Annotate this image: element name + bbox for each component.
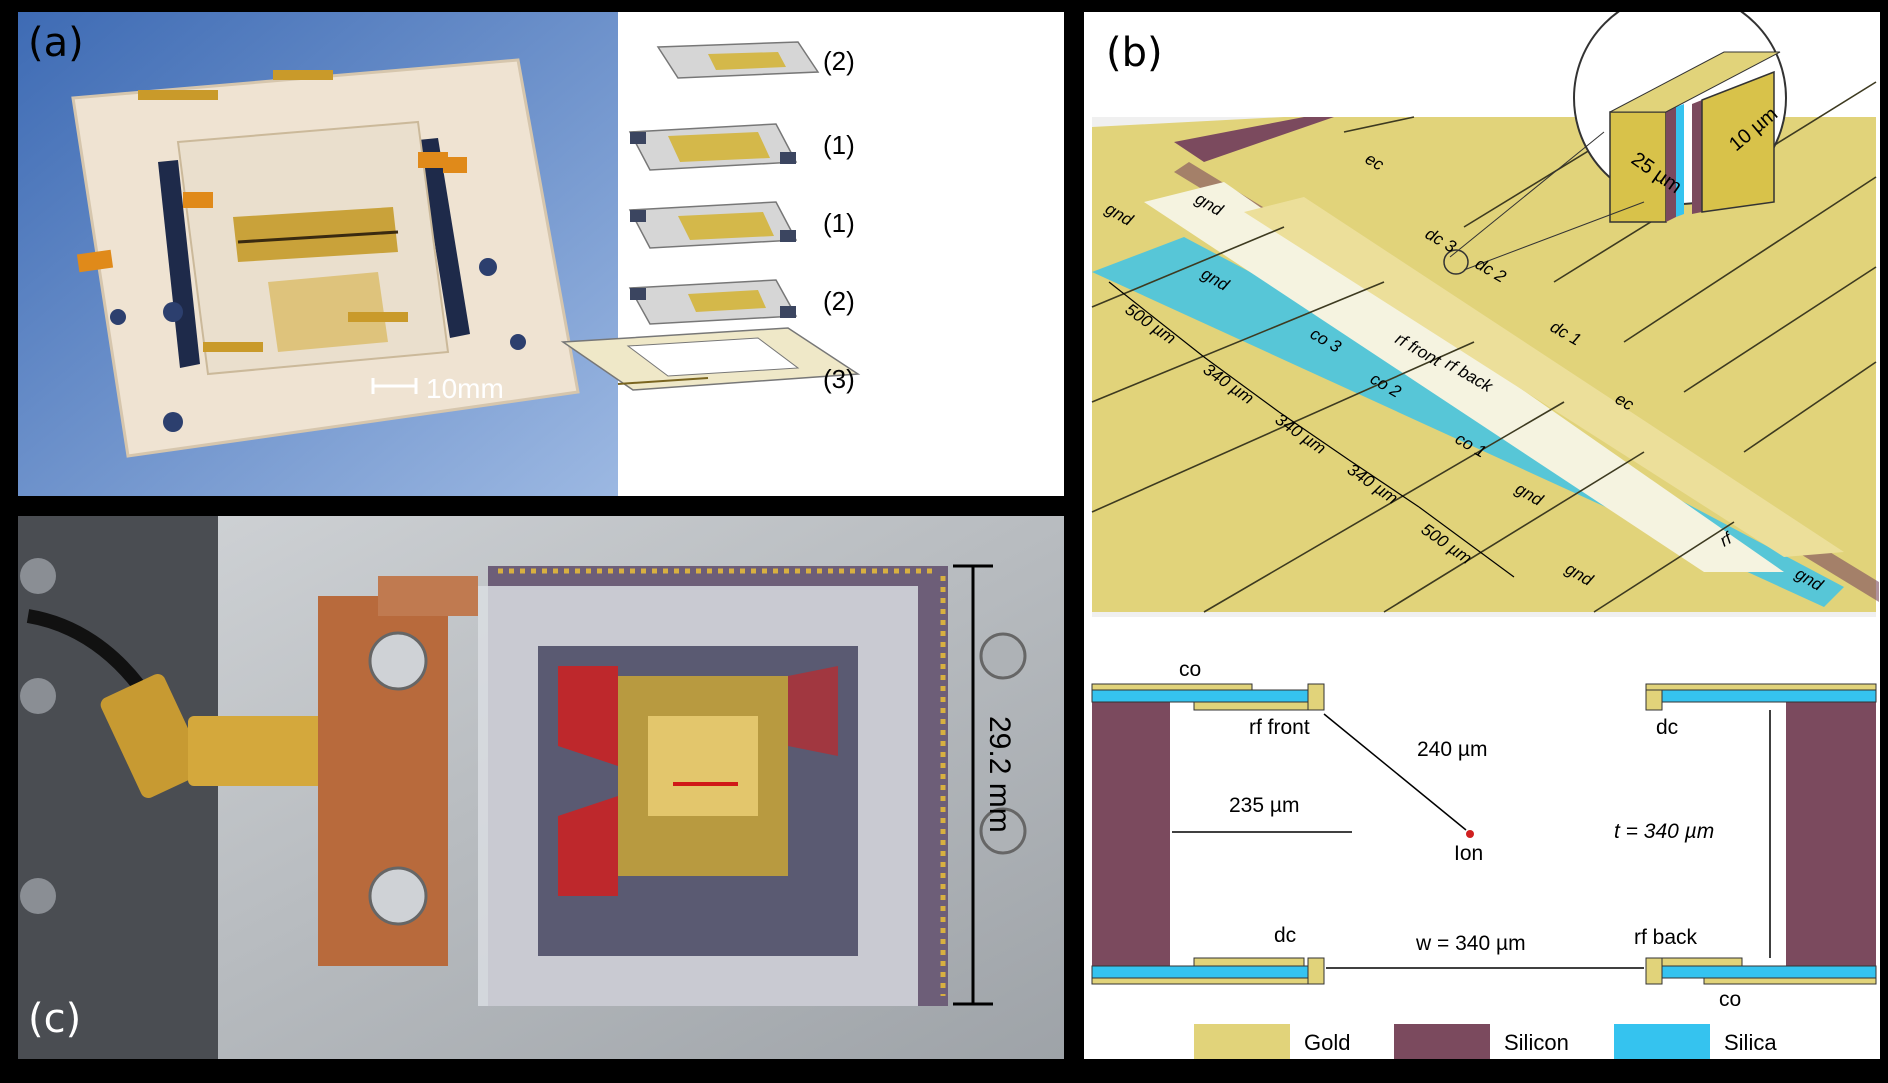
screw [368,631,428,691]
board-hole [510,334,526,350]
panel-c-figure: 29.2 mm [18,516,1064,1059]
legend-swatch-silica [1614,1024,1710,1059]
trap-slot-top [1144,182,1784,572]
panel-c: 29.2 mm (c) [18,516,1064,1059]
panel-a: 10mm (2) (1) (1) [18,12,1064,496]
panel-b: 25 µm 10 µm gnd gnd gnd ec ec dc 3 dc 2 … [1084,12,1880,1059]
board-hole [163,412,183,432]
gold-traces [268,272,388,352]
gold-electrode-strip [233,207,398,262]
panel-c-label: (c) [28,996,82,1042]
layer-label: (2) [823,286,855,316]
screw [979,632,1027,680]
xs-rf-front: rf front [1249,716,1310,739]
layer-label: (1) [823,208,855,238]
chip-electrodes [648,716,758,816]
flex-cable [76,249,114,273]
layer-label: (1) [823,130,855,160]
board-slot-right [418,138,470,338]
exploded-layers [560,41,861,391]
scale-label: 29.2 mm [983,716,1016,833]
board-hole [110,309,126,325]
screw [368,866,428,926]
xs-co-bottom: co [1719,988,1741,1011]
legend-label: Gold [1304,1030,1350,1055]
electrode-gaps [1091,81,1877,613]
flex-cable [418,152,448,168]
machinery-left [18,516,218,1059]
board-hole [163,302,183,322]
carrier-pins [498,568,946,996]
xs-dc-bottom: dc [1274,924,1296,947]
cross-section [1091,683,1877,985]
xs-thickness: t = 340 µm [1614,820,1714,843]
connector-pins [138,70,408,352]
xs-distance-ion: 240 µm [1417,738,1487,761]
panel-b-label: (b) [1106,30,1163,76]
inset-detail [1609,51,1781,223]
legend-swatch-silicon [1394,1024,1490,1059]
ion-dot [1466,830,1474,838]
rf-back-electrode [1244,197,1844,557]
xs-rf-back: rf back [1634,926,1698,949]
xs-width: w = 340 µm [1415,932,1526,955]
board-hole [479,258,497,276]
xs-co-top: co [1179,658,1201,681]
dim-lines [1108,281,1515,578]
xs-gap: 235 µm [1229,794,1299,817]
panel-a-figure: 10mm (2) (1) (1) [18,12,861,496]
legend: Gold Silicon Silica [1194,1024,1777,1059]
flex-cable [183,192,213,208]
legend-swatch-gold [1194,1024,1290,1059]
gold-connector [100,673,206,799]
flex-cable [443,157,467,173]
scale-bar-label: 10mm [426,373,504,404]
xs-dc-top: dc [1656,716,1678,739]
layer-label: (3) [823,364,855,394]
layer-label: (2) [823,46,855,76]
xs-ion: Ion [1454,842,1483,865]
legend-label: Silica [1724,1030,1777,1055]
legend-label: Silicon [1504,1030,1569,1055]
sma-connector [188,716,338,786]
screw [979,807,1027,855]
panel-a-label: (a) [28,20,84,66]
panel-b-figure: 25 µm 10 µm gnd gnd gnd ec ec dc 3 dc 2 … [1091,12,1879,1059]
board-slot-left [158,160,200,368]
